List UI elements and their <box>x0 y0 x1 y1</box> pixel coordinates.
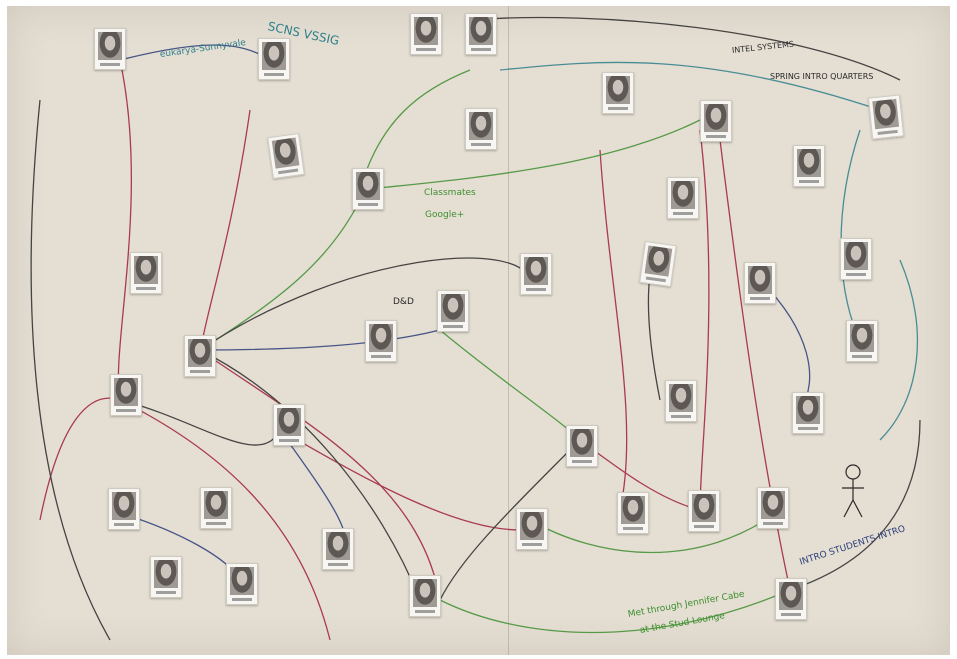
black-link <box>469 16 901 81</box>
green-link <box>359 119 701 191</box>
black-link <box>439 439 581 601</box>
polaroid-photo <box>322 528 354 570</box>
note-spring-quarters: SPRING INTRO QUARTERS <box>770 72 874 81</box>
red-link <box>699 129 710 511</box>
polaroid-photo <box>840 238 872 280</box>
polaroid-photo <box>566 425 598 467</box>
red-link <box>599 149 628 511</box>
polaroid-photo <box>744 262 776 304</box>
polaroid-photo <box>273 404 305 446</box>
polaroid-photo <box>867 94 905 140</box>
polaroid-photo <box>200 487 232 529</box>
polaroid-photo <box>352 168 384 210</box>
polaroid-photo <box>110 374 142 416</box>
stick-figure-drawing <box>842 464 864 518</box>
red-link <box>39 397 121 521</box>
polaroid-photo <box>617 492 649 534</box>
polaroid-photo <box>365 320 397 362</box>
teal-link <box>879 259 919 441</box>
polaroid-photo <box>520 253 552 295</box>
note-classmates: Classmates <box>424 188 476 198</box>
polaroid-photo <box>465 108 497 150</box>
green-link <box>439 329 581 441</box>
polaroid-photo <box>258 38 290 80</box>
polaroid-photo <box>226 563 258 605</box>
polaroid-photo <box>267 132 305 180</box>
green-link <box>529 509 781 554</box>
black-link <box>199 257 531 351</box>
green-link <box>439 589 791 634</box>
polaroid-photo <box>665 380 697 422</box>
polaroid-photo <box>757 487 789 529</box>
teal-link <box>499 61 881 111</box>
polaroid-photo <box>465 13 497 55</box>
black-link <box>119 399 281 446</box>
polaroid-photo <box>130 252 162 294</box>
black-link <box>789 419 921 591</box>
polaroid-photo <box>793 145 825 187</box>
polaroid-photo <box>108 488 140 530</box>
red-link <box>279 429 521 531</box>
polaroid-photo <box>846 320 878 362</box>
polaroid-photo <box>150 556 182 598</box>
polaroid-photo <box>639 240 677 288</box>
red-link <box>719 139 791 591</box>
polaroid-photo <box>437 290 469 332</box>
polaroid-photo <box>792 392 824 434</box>
polaroid-photo <box>184 335 216 377</box>
red-link <box>117 59 132 401</box>
polaroid-photo <box>700 100 732 142</box>
polaroid-photo <box>409 575 441 617</box>
red-link <box>119 399 331 641</box>
polaroid-photo <box>667 177 699 219</box>
polaroid-photo <box>94 28 126 70</box>
red-link <box>199 349 441 601</box>
teal-link <box>840 129 861 341</box>
blue-link <box>199 329 441 351</box>
poster-fold <box>508 6 509 655</box>
green-link <box>359 69 471 191</box>
green-link <box>199 199 361 351</box>
polaroid-photo <box>688 490 720 532</box>
note-dnd: D&D <box>393 297 414 307</box>
note-google: Google+ <box>425 210 465 220</box>
black-link <box>30 99 111 641</box>
polaroid-photo <box>775 578 807 620</box>
black-link <box>199 349 421 601</box>
polaroid-photo <box>602 72 634 114</box>
polaroid-photo <box>516 508 548 550</box>
polaroid-photo <box>410 13 442 55</box>
